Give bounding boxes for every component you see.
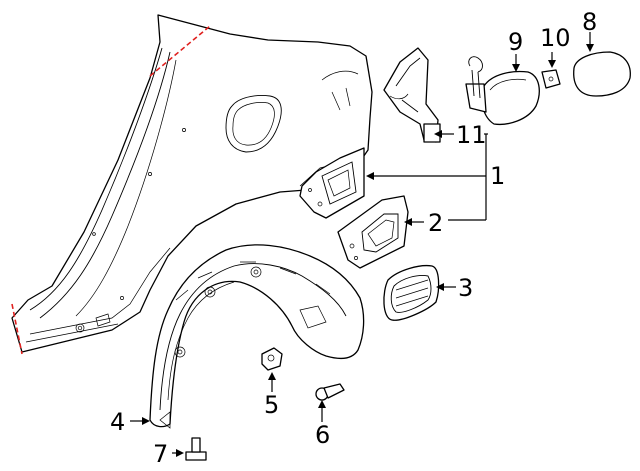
callout-6: 6	[315, 421, 330, 449]
quarter-panel	[11, 14, 373, 353]
callout-4: 4	[110, 408, 125, 436]
fuel-door-cover	[573, 51, 631, 97]
fuel-door	[465, 56, 540, 126]
callout-7: 7	[153, 440, 168, 468]
callout-11: 11	[456, 121, 487, 149]
callout-9: 9	[508, 28, 523, 56]
fuel-door-clip	[541, 69, 561, 89]
bolt	[185, 437, 207, 461]
callout-2: 2	[428, 209, 443, 237]
leader-lines	[130, 32, 594, 457]
callout-1: 1	[490, 162, 505, 190]
wheel-well-liner	[149, 244, 365, 429]
small-bracket	[383, 47, 441, 143]
callout-10: 10	[540, 24, 571, 52]
vent-grille	[383, 264, 440, 321]
callout-3: 3	[458, 274, 473, 302]
callout-5: 5	[264, 391, 279, 419]
callout-labels: 1 2 3 4 5 6 7 8 9 10 11	[110, 8, 597, 468]
nut	[261, 347, 283, 371]
callout-8: 8	[582, 8, 597, 36]
lower-cut-line	[11, 303, 23, 355]
push-clip	[315, 383, 345, 401]
housing-seal	[337, 195, 409, 269]
upper-cut-line	[149, 25, 211, 77]
fuel-housing-bracket	[299, 147, 365, 219]
